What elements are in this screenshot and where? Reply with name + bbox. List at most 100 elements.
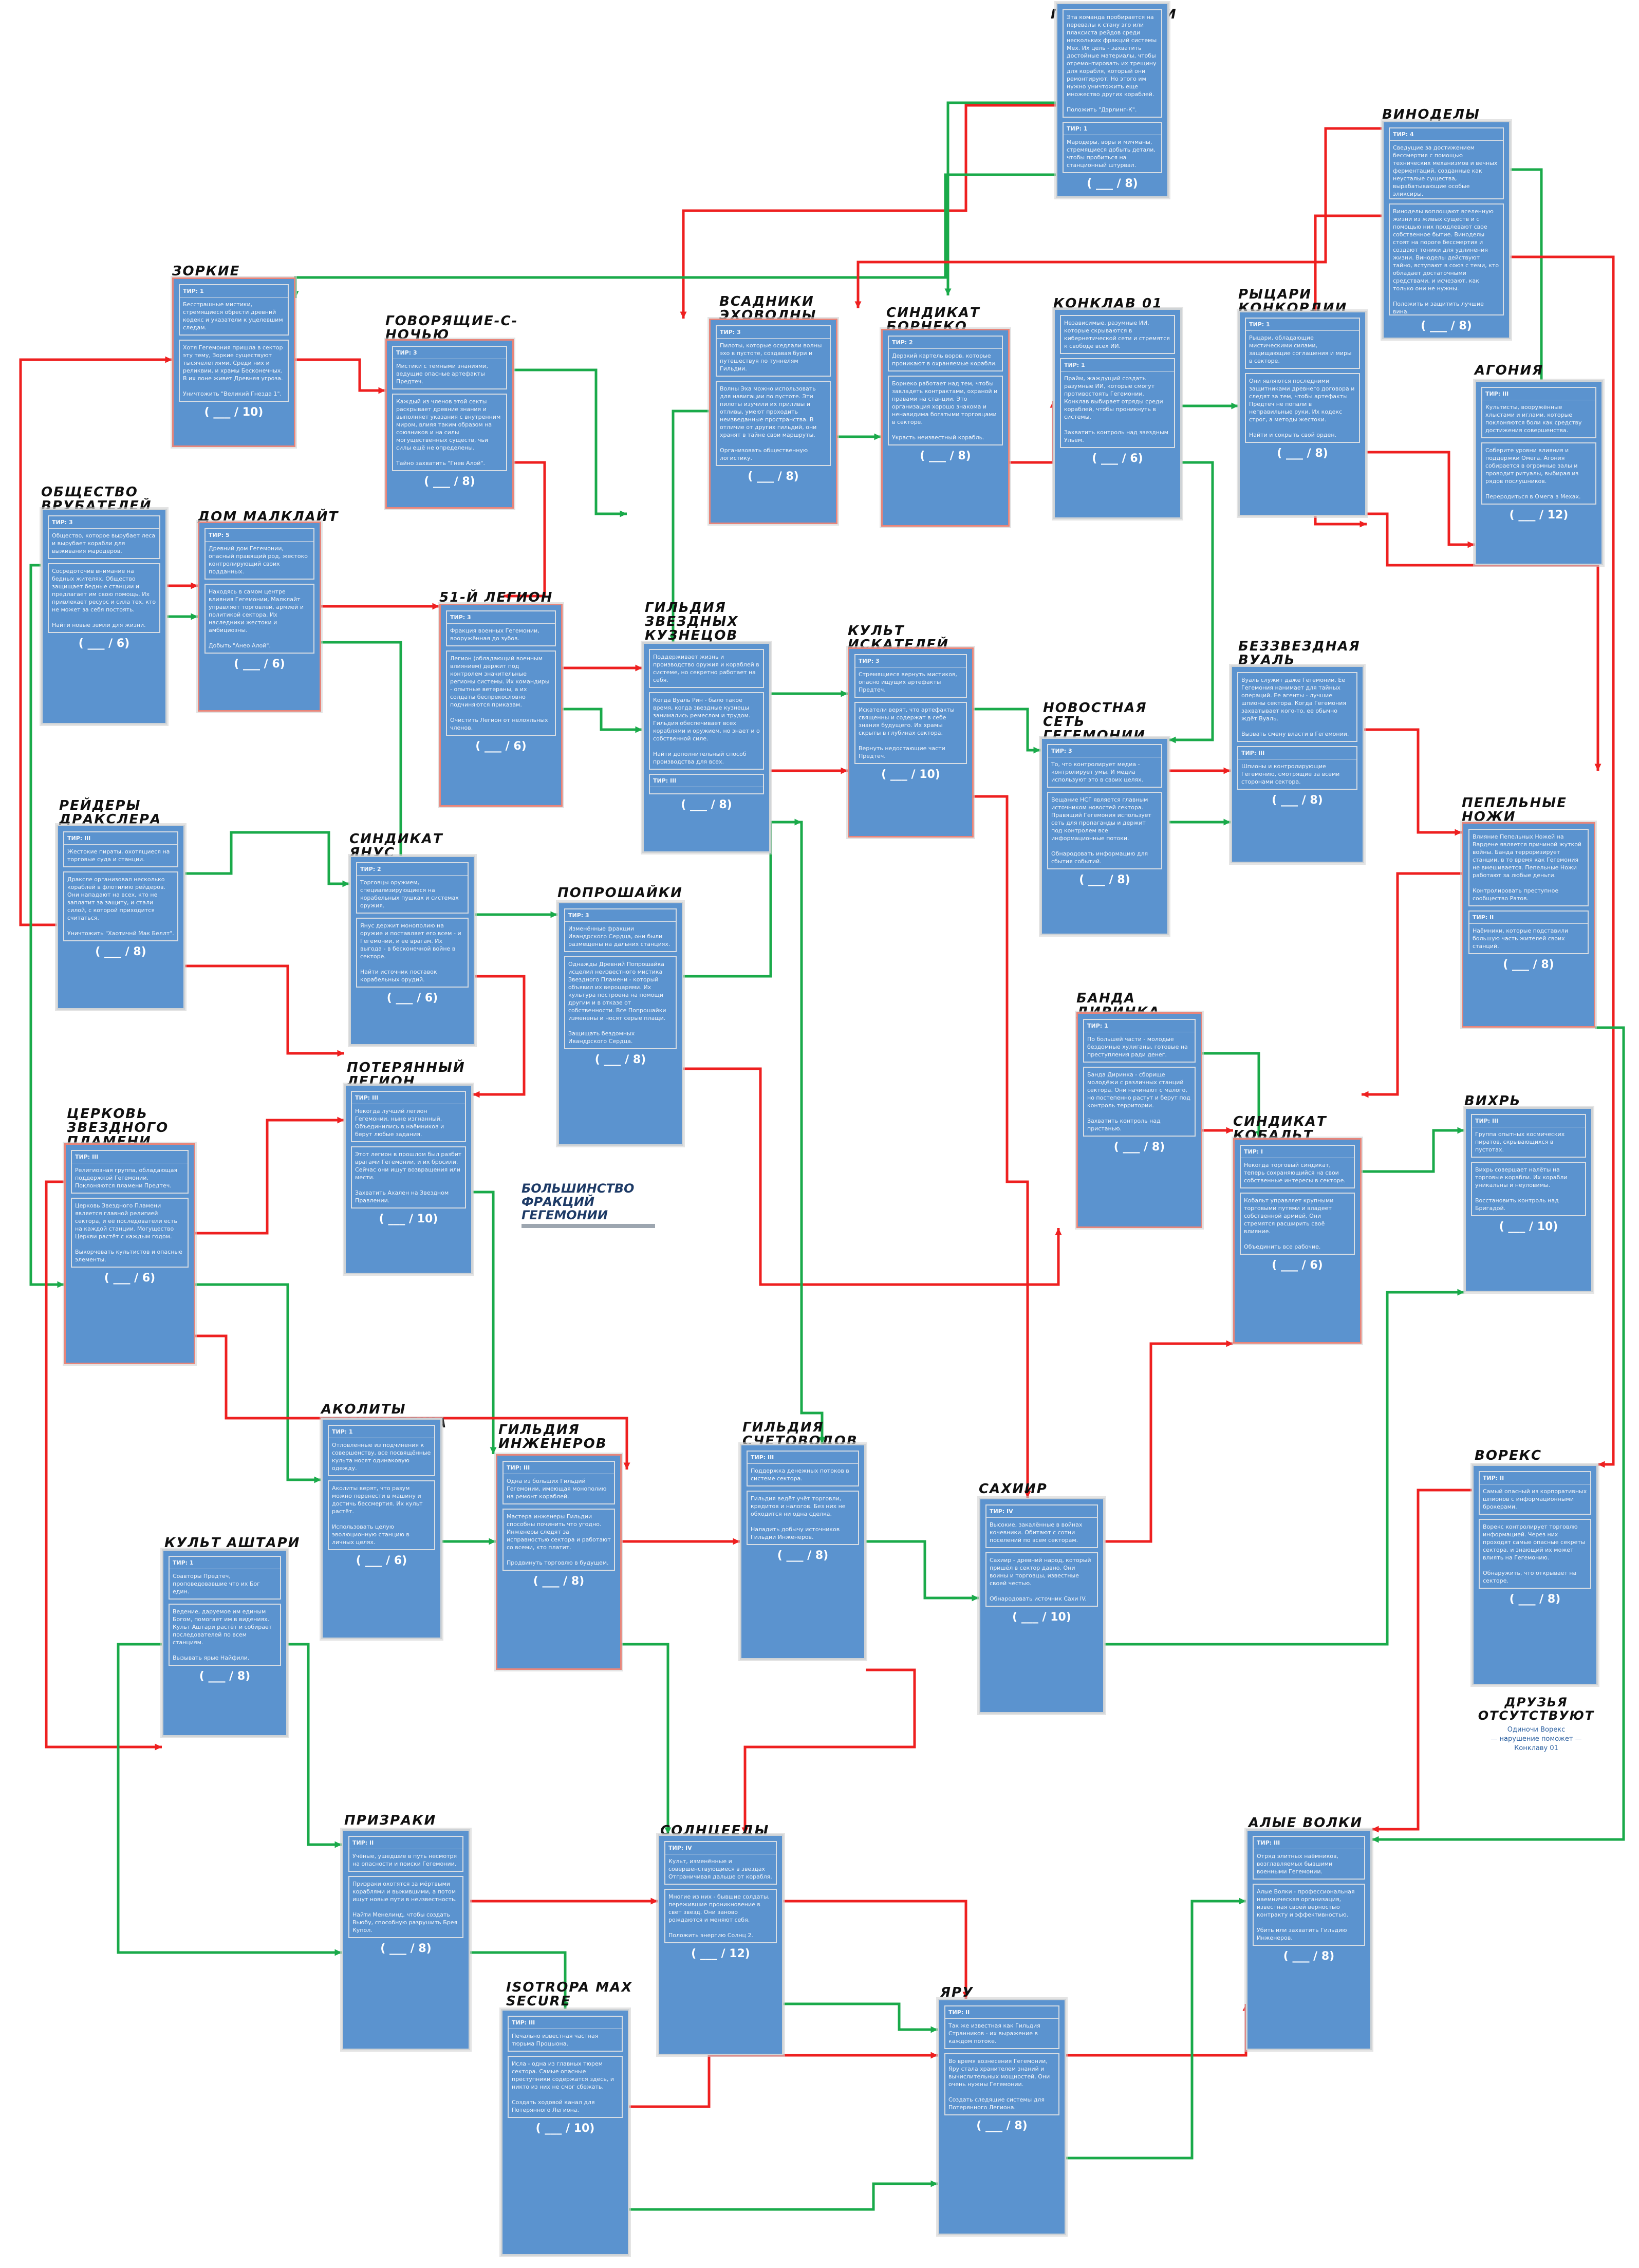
relationship-line xyxy=(1362,1129,1464,1173)
faction-title-guild-star-smiths: ГИЛЬДИЯ ЗВЕЗДНЫХ КУЗНЕЦОВ xyxy=(645,600,739,643)
faction-description: Прайм, жаждущий создать разумные ИИ, кот… xyxy=(1064,375,1168,443)
faction-description: Культисты, вооружённые хлыстами и иглами… xyxy=(1485,404,1582,434)
tier-label: ТИР: 1 xyxy=(1061,359,1174,371)
score-tracker: ( ___ / 6) xyxy=(234,658,285,671)
score-tracker: ( ___ / 8) xyxy=(533,1575,585,1588)
score-tracker: ( ___ / 8) xyxy=(976,2120,1028,2132)
faction-description: Пилоты, которые оседлали волны эхо в пус… xyxy=(720,342,822,372)
score-tracker: ( ___ / 6) xyxy=(475,740,527,753)
faction-description: Мистики с темными знаниями, ведущие опас… xyxy=(396,363,489,385)
faction-card-riders-void: ТИР: 3 Пилоты, которые оседлали волны эхо… xyxy=(709,319,837,524)
tier-label: ТИР: 2 xyxy=(889,337,1002,349)
relationship-arrowhead xyxy=(623,1462,630,1470)
majority-label: БОЛЬШИНСТВО ФРАКЦИЙ ГЕГЕМОНИИ xyxy=(522,1182,655,1228)
relationship-arrowhead xyxy=(1223,819,1231,826)
relationship-line xyxy=(771,821,824,1444)
faction-title-news-network: НОВОСТНАЯ СЕТЬ ГЕГЕМОНИИ xyxy=(1043,700,1147,743)
score-tracker: ( ___ / 8) xyxy=(594,1053,646,1066)
tier-label: ТИР: 5 xyxy=(206,529,313,542)
score-tracker: ( ___ / 6) xyxy=(386,992,438,1005)
faction-description: По большей части - молодые бездомные хул… xyxy=(1087,1036,1188,1058)
relationship-arrowhead xyxy=(1226,1127,1233,1134)
relationship-arrowhead xyxy=(490,1447,497,1454)
faction-card-scavengers: Эта команда пробирается на перевалы к ст… xyxy=(1056,3,1169,198)
tier-label: ТИР: 3 xyxy=(447,611,555,624)
tier-label: ТИР: IV xyxy=(665,1842,776,1854)
relationship-arrowhead xyxy=(1223,767,1231,774)
faction-description: Рыцари, обладающие мистическими силами, … xyxy=(1249,334,1352,364)
score-tracker: ( ___ / 12) xyxy=(1509,509,1569,522)
faction-block: Этот легион в прошлом был разбит врагами… xyxy=(351,1146,466,1209)
tier-label: ТИР: 1 xyxy=(1064,123,1161,135)
score-tracker: ( ___ / 8) xyxy=(777,1549,829,1562)
friends-absent-line: Конклаву 01 xyxy=(1514,1744,1558,1752)
faction-description: Они являются последними защитниками древ… xyxy=(1249,378,1355,438)
relationship-line xyxy=(1105,1342,1233,1543)
faction-block: Ведение, даруемое им единым Богом, помог… xyxy=(169,1604,281,1666)
tier-label: ТИР: II xyxy=(945,2006,1058,2019)
relationship-arrowhead xyxy=(314,1476,321,1483)
faction-description: Мастера инженеры Гильдии способны почини… xyxy=(507,1513,611,1566)
relationship-arrowhead xyxy=(1055,1228,1062,1235)
score-tracker: ( ___ / 8) xyxy=(1277,447,1328,460)
faction-description: Эта команда пробирается на перевалы к ст… xyxy=(1067,14,1157,113)
faction-block: Когда Вуаль Рин - было такое время, когд… xyxy=(649,692,764,770)
faction-title-vintners: ВИНОДЕЛЫ xyxy=(1382,107,1480,122)
relationship-arrowhead xyxy=(930,2052,938,2059)
faction-description: Древний дом Гегемонии, опасный правящий … xyxy=(209,545,308,575)
faction-block: Легион (обладающий военным влиянием) дер… xyxy=(446,650,556,736)
relationship-arrowhead xyxy=(1594,764,1601,771)
score-tracker: ( ___ / 8) xyxy=(681,798,732,811)
faction-description: Кобальт управляет крупными торговыми пут… xyxy=(1244,1197,1334,1250)
tier-label: ТИР: 4 xyxy=(1390,128,1503,141)
relationship-line xyxy=(295,358,385,392)
faction-title-raiders-draxler: РЕЙДЕРЫ ДРАКСЛЕРА xyxy=(59,798,162,827)
relationship-arrowhead xyxy=(191,582,198,589)
faction-block: Виноделы воплощают вселенную жизни из жи… xyxy=(1389,203,1504,315)
relationship-line xyxy=(195,1119,344,1235)
relationship-line xyxy=(683,1067,1060,1286)
score-tracker: ( ___ / 6) xyxy=(356,1554,407,1567)
faction-title-keen: ЗОРКИЕ xyxy=(172,264,240,279)
relationship-arrowhead xyxy=(1226,1340,1233,1347)
relationship-arrowhead xyxy=(337,1050,344,1057)
tier-label: ТИР: III xyxy=(72,1151,188,1163)
relationship-arrowhead xyxy=(1467,541,1475,548)
tier-label: ТИР: III xyxy=(748,1452,858,1464)
score-tracker: ( ___ / 10) xyxy=(379,1213,438,1225)
score-tracker: ( ___ / 8) xyxy=(380,1942,432,1955)
score-tracker: ( ___ / 10) xyxy=(1012,1611,1071,1624)
faction-description: Отряд элитных наёмников, возглавляемых б… xyxy=(1257,1853,1338,1875)
faction-block: Однажды Древний Попрошайка исцелил неизв… xyxy=(564,956,677,1049)
faction-description: Виноделы воплощают вселенную жизни из жи… xyxy=(1393,208,1499,315)
relationship-arrowhead xyxy=(635,664,642,672)
tier-label: ТИР: 3 xyxy=(717,326,830,339)
relationship-arrowhead xyxy=(473,1091,480,1098)
faction-title-night-speakers: ГОВОРЯЩИЕ-С- НОЧЬЮ xyxy=(385,313,518,343)
relationship-arrowhead xyxy=(1455,829,1462,836)
faction-description: Поддерживает жизнь и производство оружия… xyxy=(653,654,759,683)
faction-description: Драксле организовал несколько кораблей в… xyxy=(67,876,174,937)
tier-label: ТИР: 1 xyxy=(1084,1020,1195,1032)
tier-label: ТИР: II xyxy=(1480,1472,1590,1484)
relationship-arrowhead xyxy=(165,356,172,363)
faction-description: Высокие, закалённые в войнах кочевники. … xyxy=(990,1521,1083,1544)
relationship-arrowhead xyxy=(635,726,642,733)
faction-block: Алые Волки - профессиональная наемническ… xyxy=(1253,1884,1365,1946)
relationship-line xyxy=(473,1191,495,1454)
faction-description: Волны Эха можно использовать для навигац… xyxy=(720,385,817,461)
faction-description: Каждый из членов этой секты раскрывает д… xyxy=(396,398,501,467)
faction-block: Сахиир - древний народ, который пришёл в… xyxy=(985,1552,1098,1607)
